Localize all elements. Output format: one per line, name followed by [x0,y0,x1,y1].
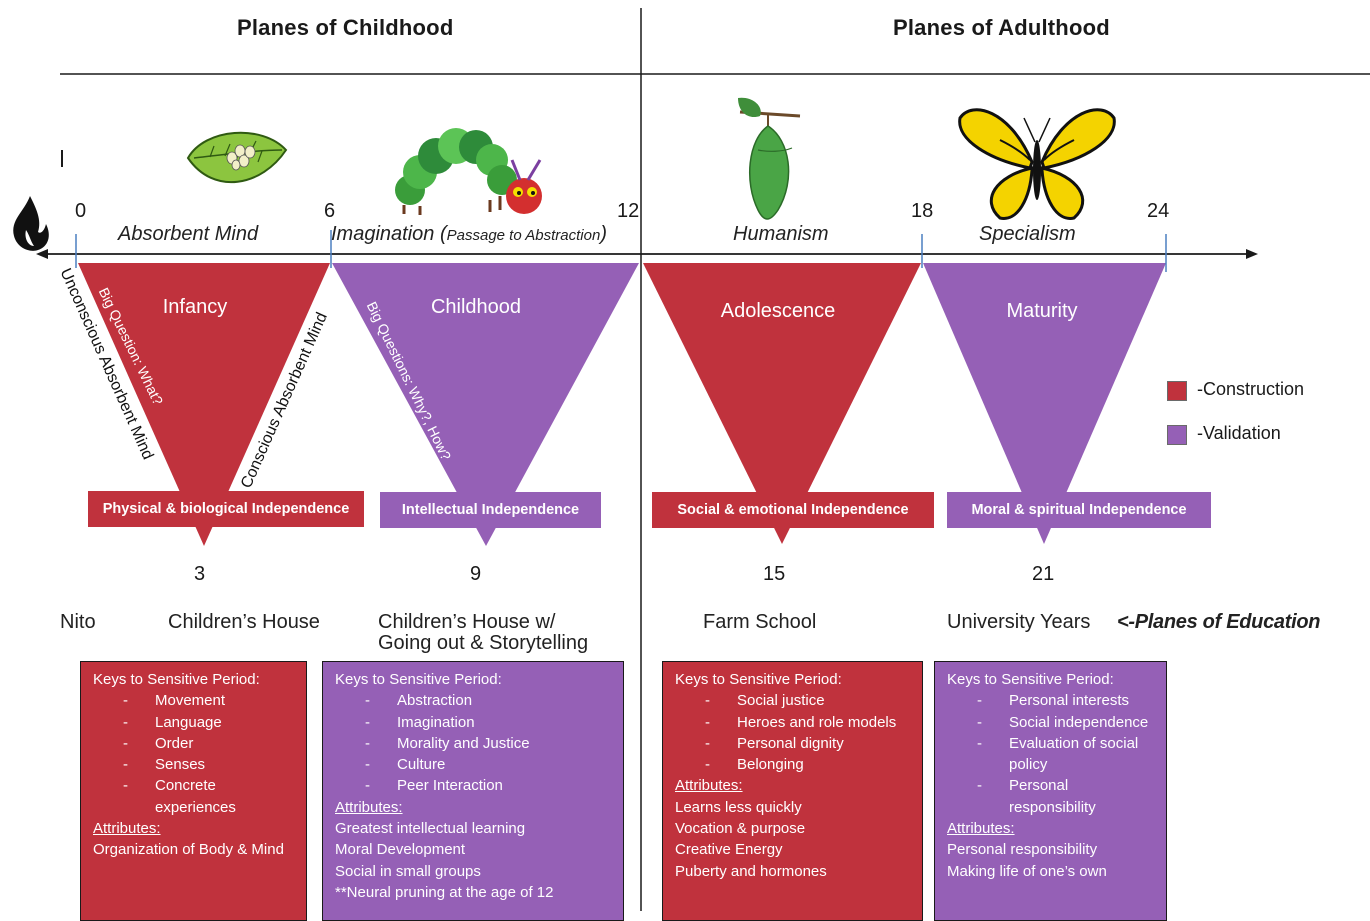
keys-list: -Social justice -Heroes and role models … [675,690,912,775]
attribute-line: Vocation & purpose [675,820,806,838]
phase-imagination-close: ) [600,223,607,245]
info-box-childhood: Keys to Sensitive Period: -Abstraction -… [322,661,624,921]
school-childrens-house-line2: Going out & Storytelling [378,632,589,654]
bar-intellectual-independence: Intellectual Independence [380,492,601,528]
attribute-line: **Neural pruning at the age of 12 [335,883,554,901]
list-item: -Culture [365,756,446,774]
attribute-line: Organization of Body & Mind [93,841,284,859]
attribute-line: Learns less quickly [675,798,802,816]
list-item: -Language [123,713,222,731]
school-childrens-house-going-out: Children’s House w/ Going out & Storytel… [378,612,588,654]
header-childhood: Planes of Childhood [237,15,454,40]
triangle-childhood [332,263,639,546]
flame-icon [13,196,49,251]
attributes-heading: Attributes: [675,777,743,795]
list-item: -Personal interests [977,692,1130,710]
info-box-infancy: Keys to Sensitive Period: -Movement -Lan… [80,661,307,921]
list-item: -Social justice [705,692,825,710]
age-15: 15 [763,563,786,585]
keys-heading: Keys to Sensitive Period: [947,671,1114,688]
school-childrens-house: Children’s House [168,611,320,633]
age-24: 24 [1147,200,1170,222]
label-adolescence: Adolescence [720,300,836,322]
list-item: -Concrete experiences [123,777,236,816]
attribute-line: Puberty and hormones [675,862,827,880]
legend-validation-label: -Validation [1197,423,1281,443]
bar-moral-independence: Moral & spiritual Independence [947,492,1211,528]
keys-list: -Movement -Language -Order -Senses -Conc… [93,690,296,818]
label-infancy: Infancy [162,296,228,318]
list-item: -Movement [123,692,226,710]
attributes-heading: Attributes: [335,798,403,816]
attribute-line: Social in small groups [335,862,481,880]
school-farm: Farm School [703,611,817,633]
attribute-line: Creative Energy [675,841,783,859]
school-university: University Years [947,611,1091,633]
phase-absorbent-mind: Absorbent Mind [118,223,259,245]
school-nito: Nito [60,611,96,633]
keys-heading: Keys to Sensitive Period: [335,671,502,688]
list-item: -Imagination [365,713,475,731]
info-box-adolescence: Keys to Sensitive Period: -Social justic… [662,661,923,921]
attribute-line: Personal responsibility [947,841,1098,859]
bar-social-independence: Social & emotional Independence [652,492,934,528]
list-item: -Senses [123,756,206,774]
legend-construction-swatch [1167,381,1187,401]
label-planes-of-education: <-Planes of Education [1117,611,1321,633]
phase-imagination-main: Imagination ( [331,223,447,245]
chrysalis-icon [738,97,801,220]
list-item: -Morality and Justice [365,734,530,752]
keys-heading: Keys to Sensitive Period: [675,671,842,688]
axis-arrow-right [1246,249,1258,259]
attribute-line: Moral Development [335,841,466,859]
keys-list: -Abstraction -Imagination -Morality and … [335,690,613,796]
triangle-adolescence [643,263,921,544]
list-item: -Evaluation of social policy [977,734,1139,774]
bar-physical-independence: Physical & biological Independence [88,491,364,527]
list-item: -Personal dignity [705,734,844,752]
attributes-heading: Attributes: [947,820,1015,838]
list-item: -Social independence [977,713,1149,731]
list-item: -Belonging [705,756,804,774]
butterfly-icon [958,108,1116,220]
list-item: -Abstraction [365,692,473,710]
age-3: 3 [194,563,206,585]
phase-humanism: Humanism [733,223,829,245]
list-item: -Personal responsibility [977,777,1096,816]
info-box-maturity: Keys to Sensitive Period: -Personal inte… [934,661,1167,921]
age-12: 12 [617,200,640,222]
attributes-heading: Attributes: [93,820,161,838]
list-item: -Peer Interaction [365,777,503,795]
age-6: 6 [324,200,336,222]
phase-specialism: Specialism [979,223,1076,245]
phase-imagination-sub: Passage to Abstraction [446,227,601,244]
legend-construction-label: -Construction [1197,379,1305,399]
attribute-line: Greatest intellectual learning [335,820,526,838]
triangle-maturity [923,263,1166,544]
axis-arrow-left [36,249,48,259]
leaf-with-eggs-icon [186,131,288,184]
school-childrens-house-line1: Children’s House w/ [378,611,556,633]
age-21: 21 [1032,563,1055,585]
label-maturity: Maturity [1006,300,1078,322]
caterpillar-icon [395,128,542,215]
keys-list: -Personal interests -Social independence… [947,690,1156,818]
keys-heading: Keys to Sensitive Period: [93,671,260,688]
list-item: -Order [123,734,194,752]
triangle-infancy [78,263,330,546]
header-adulthood: Planes of Adulthood [893,15,1110,40]
legend-validation-swatch [1167,425,1187,445]
label-childhood: Childhood [430,296,522,318]
phase-imagination: Imagination (Passage to Abstraction) [331,223,607,246]
age-0: 0 [75,200,87,222]
attribute-line: Making life of one’s own [947,862,1107,880]
list-item: -Heroes and role models [705,713,897,731]
age-18: 18 [911,200,934,222]
age-9: 9 [470,563,482,585]
